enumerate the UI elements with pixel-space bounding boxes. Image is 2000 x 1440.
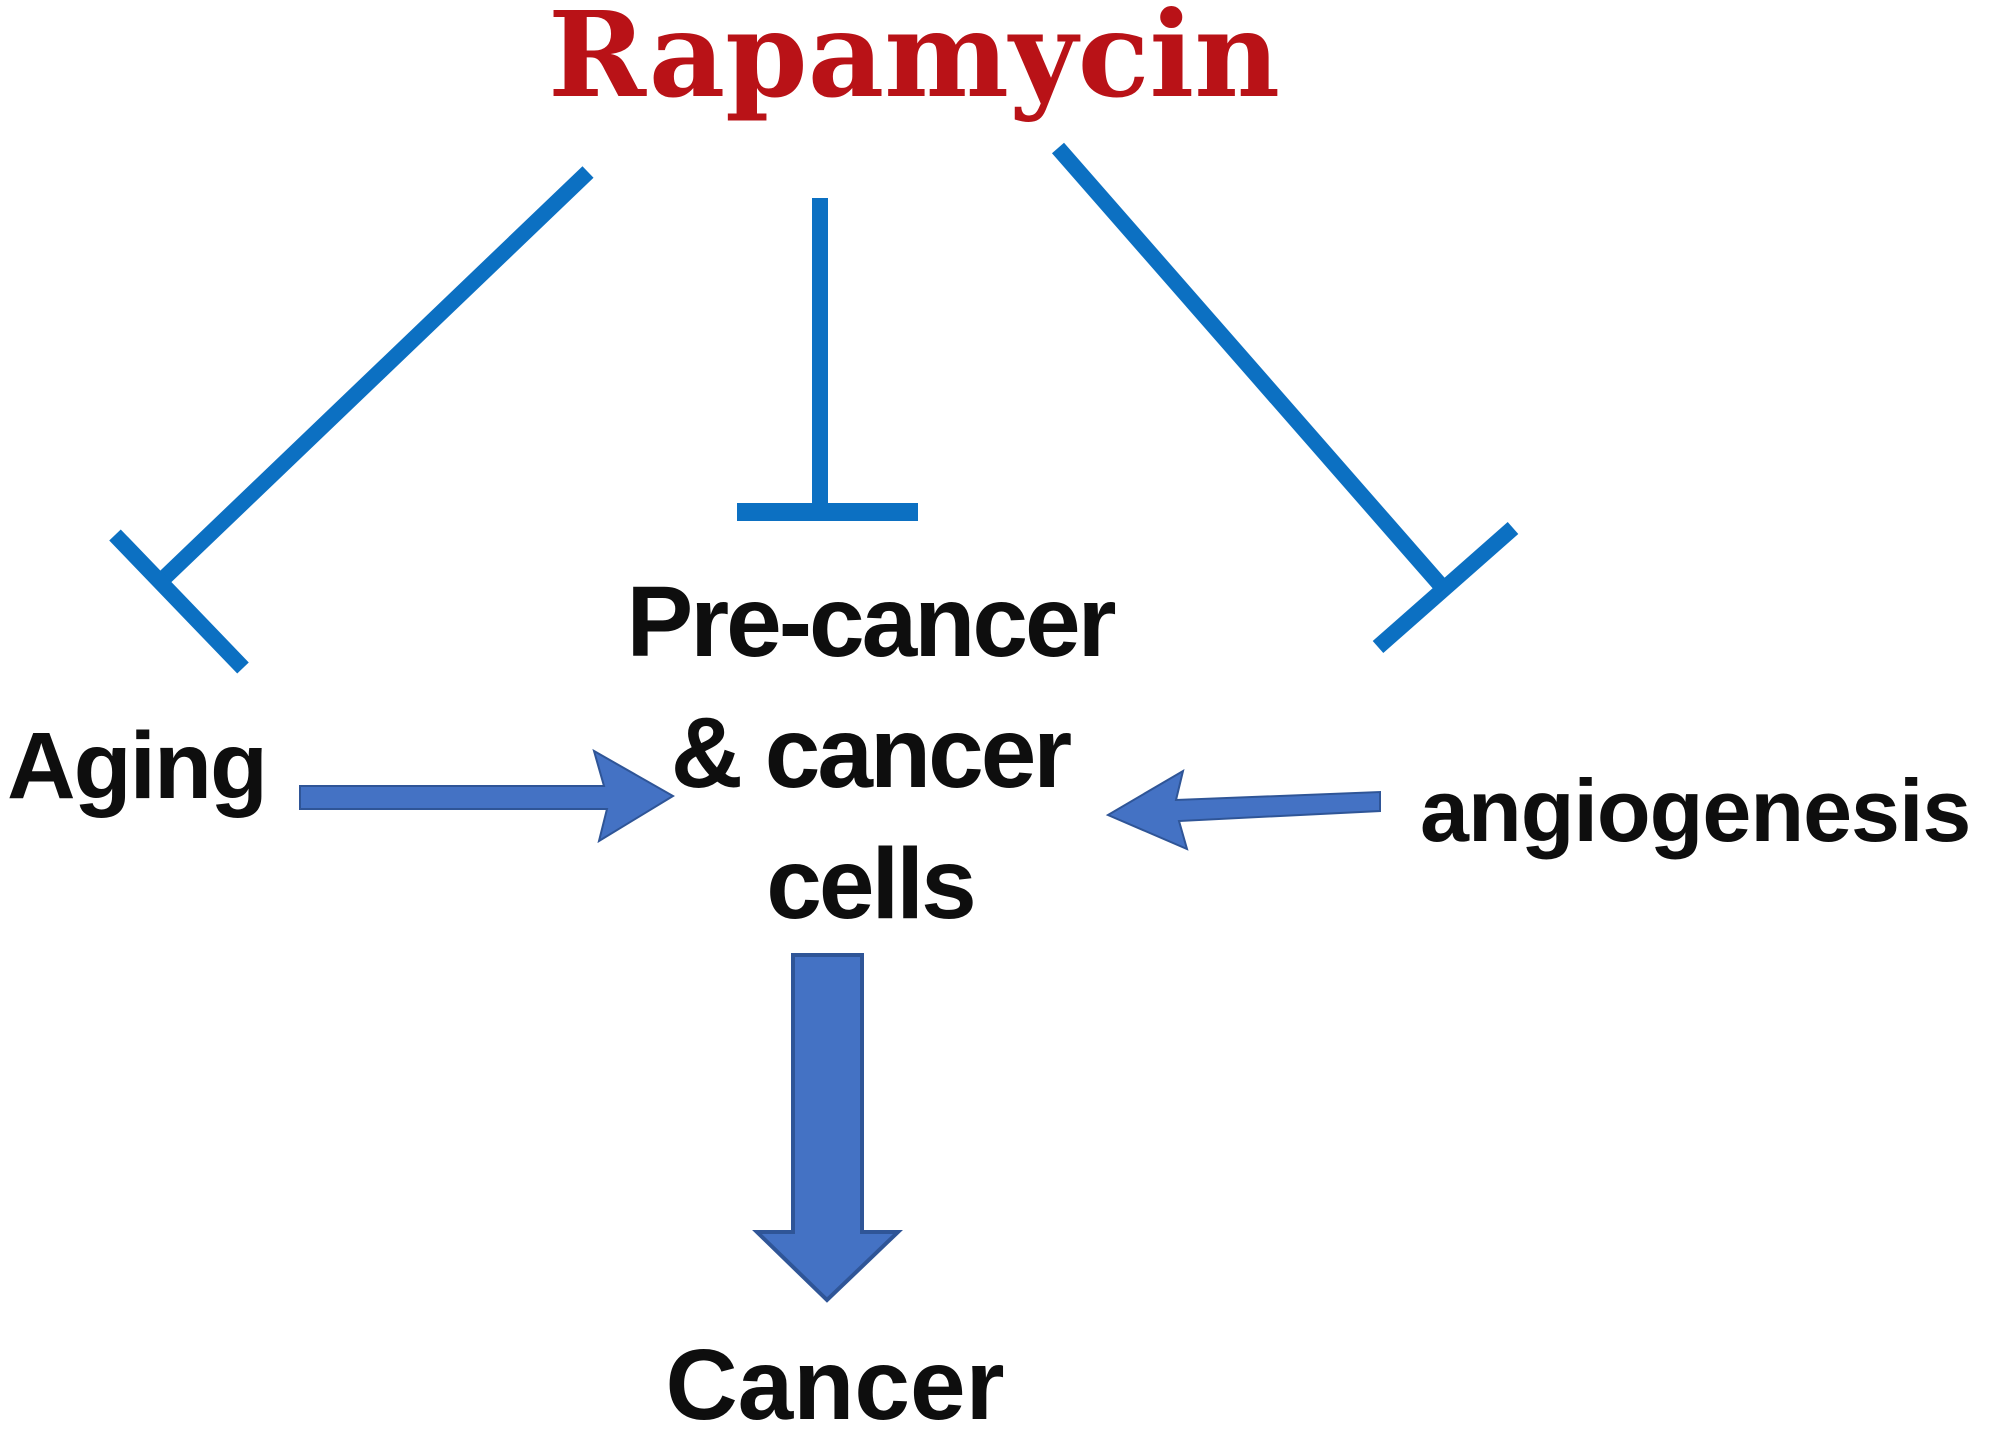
node-precancer-cells: Pre-cancer & cancer cells	[626, 566, 1117, 940]
inhibit-line-rapamycin-angiogenesis	[1051, 142, 1450, 594]
node-angiogenesis: angiogenesis	[1420, 761, 1971, 860]
node-aging: Aging	[7, 713, 268, 819]
big-arrow-precancer-to-cancer	[752, 953, 903, 1303]
node-cancer: Cancer	[665, 1329, 1005, 1440]
inhibit-bar-rapamycin-aging	[109, 529, 249, 674]
node-rapamycin: Rapamycin	[547, 0, 1281, 124]
inhibit-bar-rapamycin-angiogenesis	[1372, 521, 1519, 654]
arrow-aging-to-precancer	[299, 748, 675, 844]
inhibit-line-rapamycin-aging	[155, 166, 594, 587]
arrow-angiogenesis-to-precancer	[1105, 768, 1381, 851]
